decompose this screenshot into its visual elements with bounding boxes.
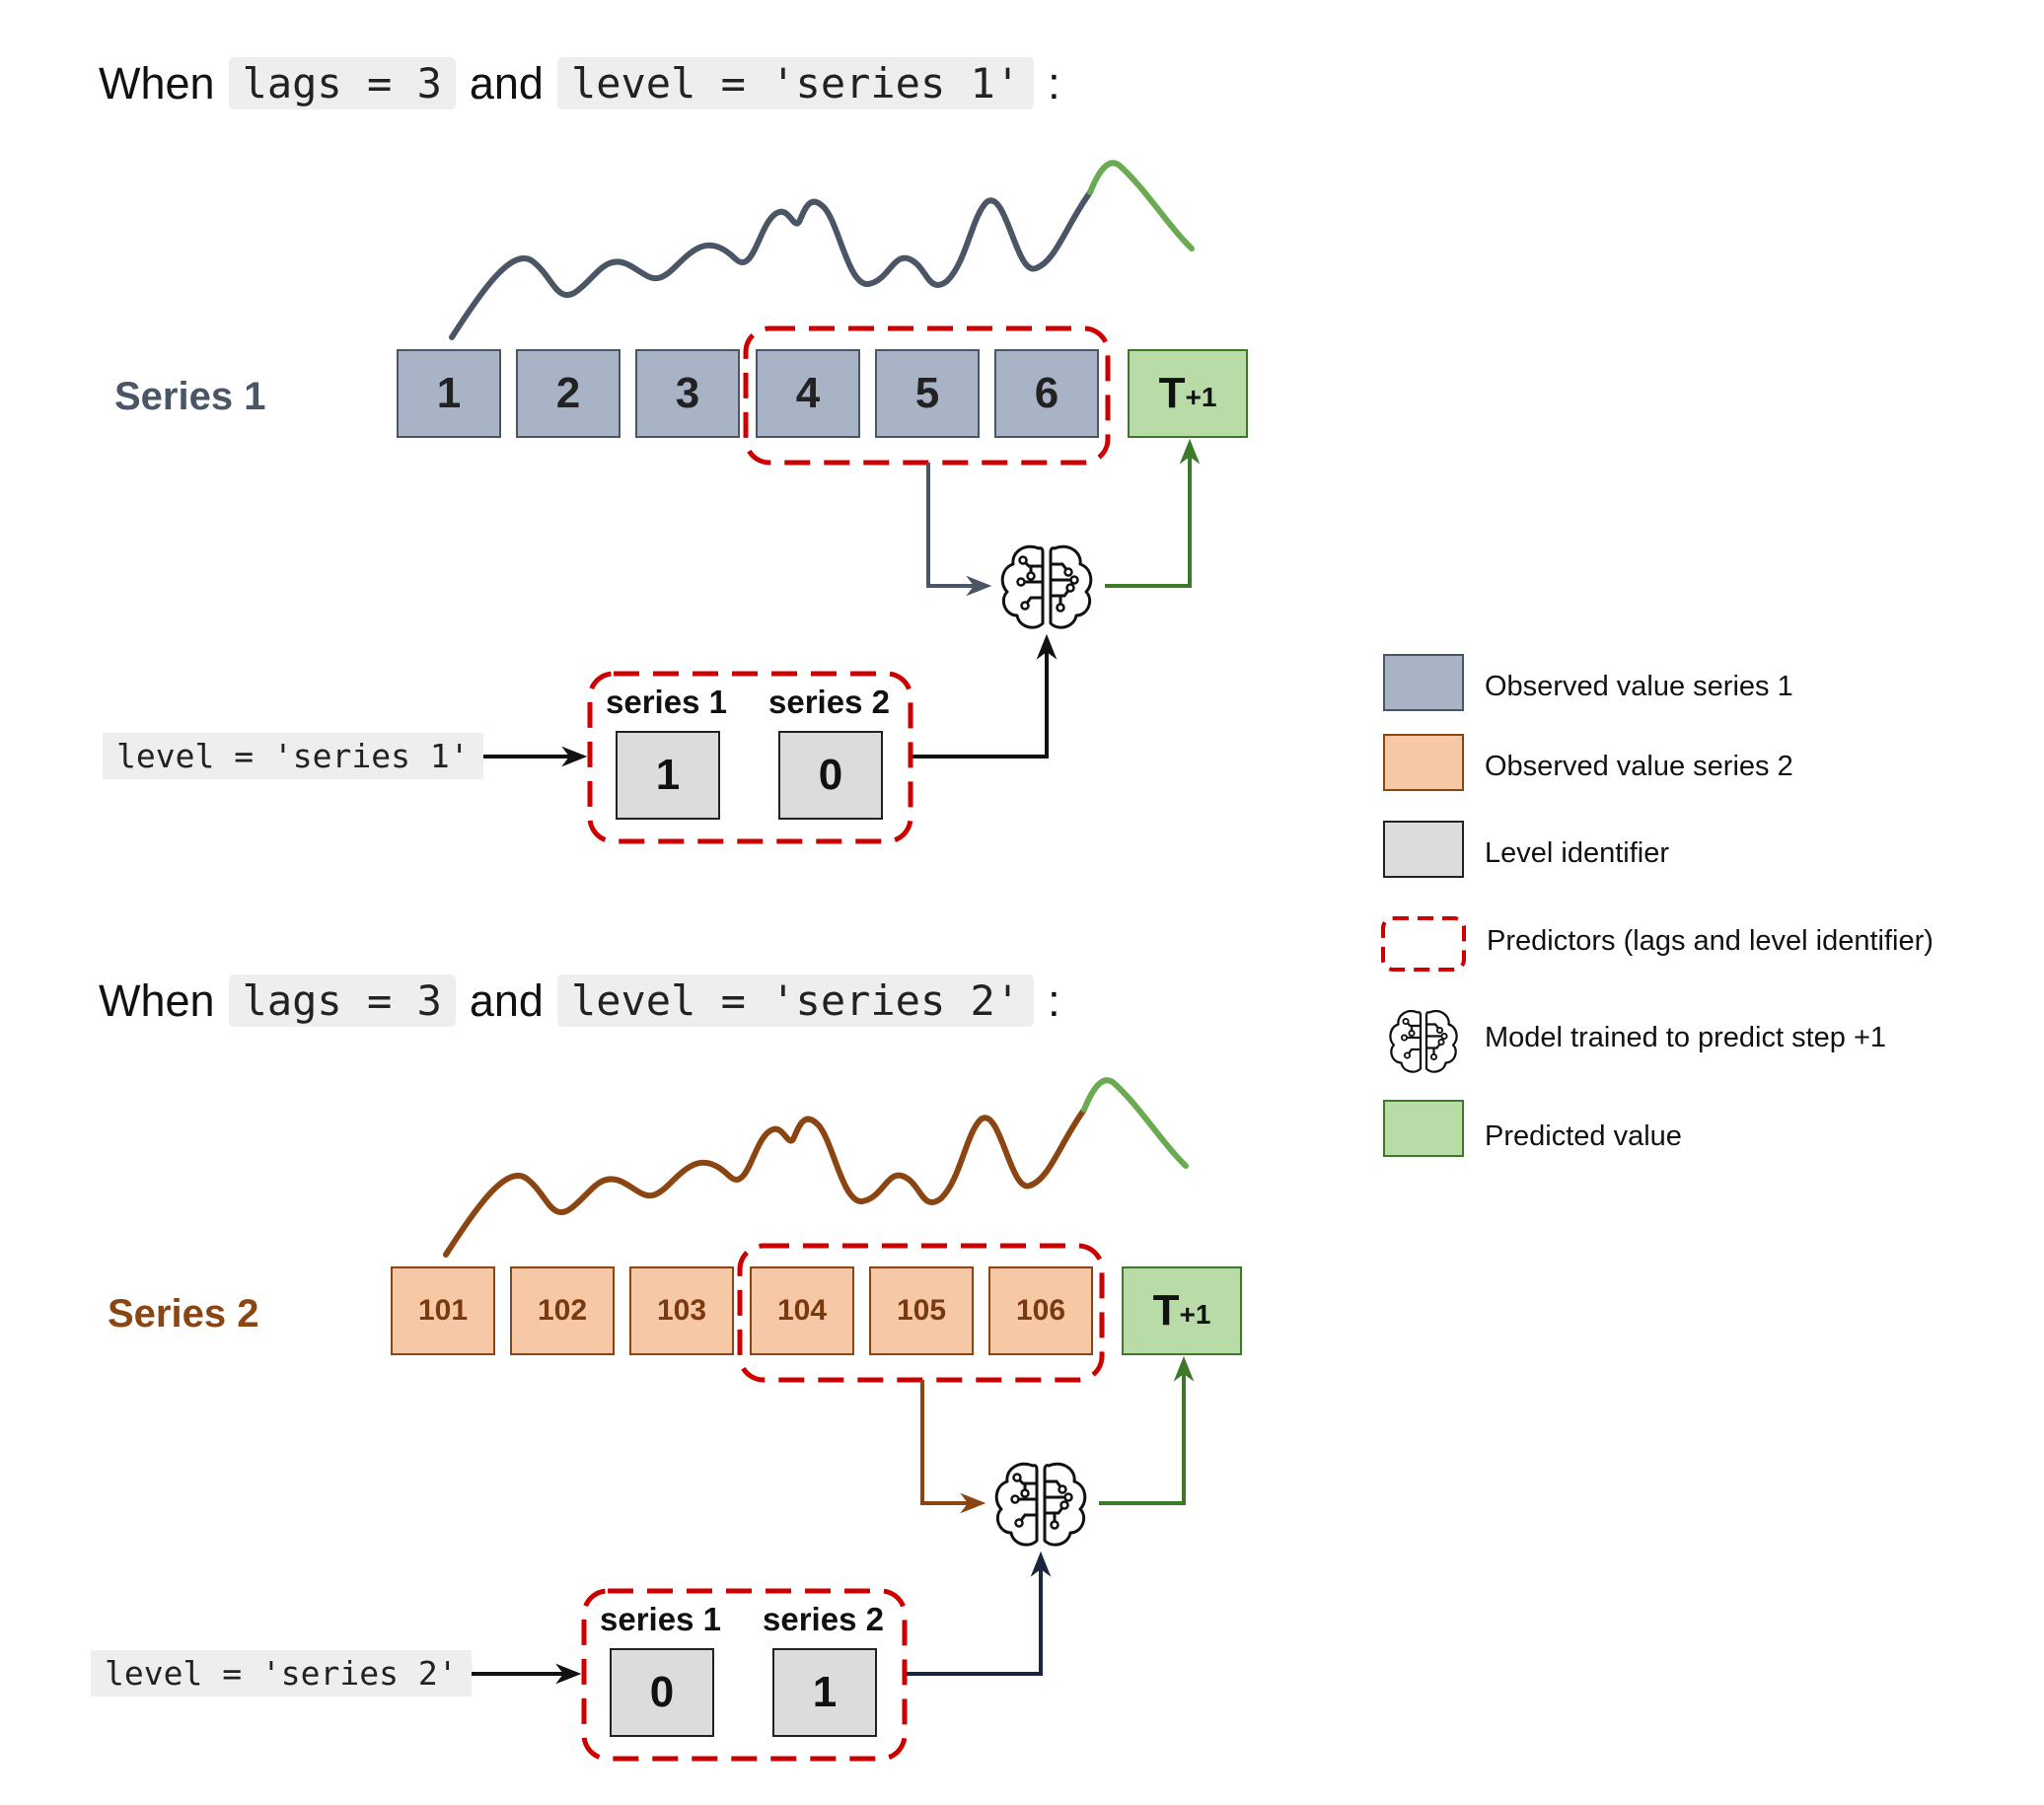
series-2-cell: 101 xyxy=(391,1266,495,1355)
heading-prefix: When xyxy=(99,975,215,1026)
brain-circuit-icon xyxy=(1389,1010,1458,1073)
arrow-lags-to-model-2 xyxy=(920,1380,986,1514)
arrow-model-to-prediction-2 xyxy=(1099,1355,1195,1505)
series-1-prediction-wave xyxy=(1087,160,1195,252)
heading-prefix: When xyxy=(99,57,215,108)
prediction-cell-2: T+1 xyxy=(1122,1266,1242,1355)
series-2-cell: 105 xyxy=(869,1266,974,1355)
level-identifier-cell: 0 xyxy=(778,731,883,820)
arrow-identifier-to-model-1 xyxy=(912,633,1058,758)
heading-suffix: : xyxy=(1048,57,1060,108)
level-header-series-2: series 2 xyxy=(763,1601,884,1637)
legend-predictors-swatch xyxy=(1381,916,1466,972)
predictors-box-level-1 xyxy=(587,671,913,844)
level-code: level = 'series 2' xyxy=(556,975,1035,1027)
series-2-prediction-wave xyxy=(1081,1077,1189,1169)
brain-circuit-icon xyxy=(1000,544,1093,629)
legend-label: Predicted value xyxy=(1485,1120,1682,1152)
level-identifier-cell: 1 xyxy=(772,1648,877,1737)
predictors-box-level-2 xyxy=(581,1588,908,1762)
lags-code: lags = 3 xyxy=(228,975,456,1027)
series-1-label: Series 1 xyxy=(114,375,266,418)
prediction-main: T xyxy=(1152,1286,1180,1335)
series-2-cell: 104 xyxy=(750,1266,854,1355)
legend-swatch-level xyxy=(1383,821,1464,878)
level-identifier-cell: 1 xyxy=(616,731,720,820)
series-1-cell: 1 xyxy=(397,349,501,438)
series-2-cell: 103 xyxy=(629,1266,734,1355)
series-1-cell: 2 xyxy=(516,349,620,438)
prediction-sub: +1 xyxy=(1179,1299,1211,1330)
legend-label: Level identifier xyxy=(1485,837,1669,869)
heading-joiner: and xyxy=(469,57,544,108)
prediction-main: T xyxy=(1158,369,1186,417)
series-2-wave xyxy=(443,1107,1087,1258)
brain-circuit-icon xyxy=(994,1462,1087,1547)
level-header-series-2: series 2 xyxy=(768,684,890,720)
series-1-cell: 3 xyxy=(635,349,740,438)
level-code-input-1: level = 'series 1' xyxy=(103,733,483,779)
series-2-cell: 102 xyxy=(510,1266,615,1355)
series-1-cell: 5 xyxy=(875,349,980,438)
panel-2-heading: When lags = 3 and level = 'series 2' : xyxy=(97,975,1062,1027)
prediction-sub: +1 xyxy=(1185,382,1217,412)
lags-code: lags = 3 xyxy=(228,57,456,109)
level-identifier-cell: 0 xyxy=(610,1648,714,1737)
legend-label: Model trained to predict step +1 xyxy=(1485,1022,1887,1053)
panel-1-heading: When lags = 3 and level = 'series 1' : xyxy=(97,57,1062,109)
arrow-identifier-to-model-2 xyxy=(907,1551,1052,1676)
legend-swatch-predicted xyxy=(1383,1100,1464,1157)
level-header-series-1: series 1 xyxy=(600,1601,721,1637)
legend-swatch-series-1 xyxy=(1383,654,1464,711)
series-1-cell: 4 xyxy=(756,349,860,438)
series-1-cell: 6 xyxy=(994,349,1099,438)
arrow-model-to-prediction-1 xyxy=(1105,438,1201,588)
series-2-label: Series 2 xyxy=(108,1292,259,1336)
legend-label: Observed value series 2 xyxy=(1485,751,1793,782)
series-1-wave xyxy=(449,189,1093,340)
level-header-series-1: series 1 xyxy=(606,684,727,720)
level-code: level = 'series 1' xyxy=(556,57,1035,109)
level-code-input-2: level = 'series 2' xyxy=(91,1650,472,1697)
prediction-cell-1: T+1 xyxy=(1128,349,1248,438)
heading-joiner: and xyxy=(469,975,544,1026)
heading-suffix: : xyxy=(1048,975,1060,1026)
legend-swatch-series-2 xyxy=(1383,734,1464,791)
arrow-lags-to-model-1 xyxy=(926,463,992,597)
legend-label: Observed value series 1 xyxy=(1485,671,1793,702)
series-2-cell: 106 xyxy=(988,1266,1093,1355)
legend-label: Predictors (lags and level identifier) xyxy=(1487,925,1934,957)
